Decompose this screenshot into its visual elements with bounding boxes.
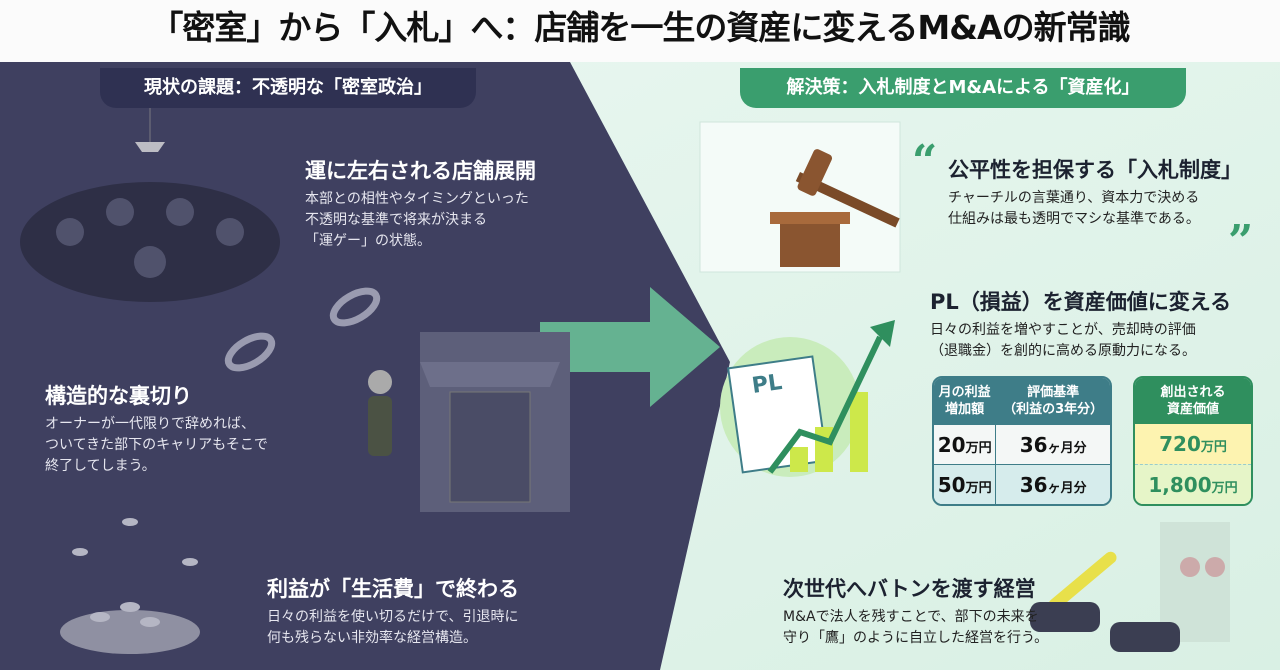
section-living-cost: 利益が「生活費」で終わる 日々の利益を使い切るだけで、引退時に 何も残らない非効… [267, 575, 519, 649]
header-asset-value: 創出される資産価値 [1135, 378, 1251, 424]
broken-chain-icon [224, 287, 381, 372]
coins-illustration [60, 518, 200, 654]
section-body: 日々の利益を使い切るだけで、引退時に [267, 609, 519, 625]
gavel-illustration [699, 121, 901, 273]
section-body: チャーチルの言葉通り、資本力で決める [948, 190, 1200, 206]
section-body: 「運ゲー」の状態。 [305, 233, 431, 249]
section-body: 終了してしまう。 [45, 458, 156, 474]
section-bidding: 公平性を担保する「入札制度」 チャーチルの言葉通り、資本力で決める 仕組みは最も… [948, 156, 1242, 230]
section-baton: 次世代へバトンを渡す経営 M&Aで法人を残すことで、部下の未来を 守り「鷹」のよ… [783, 575, 1048, 649]
pl-document-label: PL [750, 370, 784, 399]
header-basis: 評価基準（利益の3年分） [996, 378, 1110, 424]
right-header: 解決策：入札制度とM&Aによる「資産化」 [740, 68, 1186, 108]
table-row: 1,800万円 [1135, 464, 1251, 504]
growth-chart-illustration [720, 320, 895, 477]
header-profit: 月の利益増加額 [934, 378, 997, 424]
close-quote-icon: ” [1228, 216, 1254, 267]
section-body: オーナーが一代限りで辞めれば、 [45, 416, 255, 432]
background-panels [0, 62, 1280, 670]
baton-handoff-illustration [1030, 522, 1230, 652]
section-title: 利益が「生活費」で終わる [267, 577, 519, 601]
section-title: 公平性を担保する「入札制度」 [948, 158, 1242, 182]
table-row: 720万円 [1135, 424, 1251, 464]
left-header: 現状の課題：不透明な「密室政治」 [100, 68, 476, 108]
page-title: 「密室」から「入札」へ：店舗を一生の資産に変えるM&Aの新常識 [0, 0, 1280, 62]
section-luck: 運に左右される店舗展開 本部との相性やタイミングといった 不透明な基準で将来が決… [305, 157, 536, 252]
section-betrayal: 構造的な裏切り オーナーが一代限りで辞めれば、 ついてきた部下のキャリアもそこで… [45, 382, 268, 477]
section-body: 本部との相性やタイミングといった [305, 191, 529, 207]
section-title: 構造的な裏切り [45, 384, 192, 408]
section-title: 運に左右される店舗展開 [305, 159, 536, 183]
section-pl: PL（損益）を資産価値に変える 日々の利益を増やすことが、売却時の評価 （退職金… [930, 288, 1231, 362]
section-title: 次世代へバトンを渡す経営 [783, 577, 1036, 601]
section-body: ついてきた部下のキャリアもそこで [45, 437, 268, 453]
section-body: 何も残らない非効率な経営構造。 [267, 630, 477, 646]
open-quote-icon: “ [912, 136, 938, 187]
asset-value-table: 創出される資産価値 720万円 1,800万円 [1133, 376, 1253, 506]
section-title: PL（損益）を資産価値に変える [930, 290, 1232, 314]
section-body: 守り「鷹」のように自立した経営を行う。 [783, 630, 1049, 646]
section-body: （退職金）を創的に高める原動力になる。 [930, 343, 1196, 359]
section-body: 仕組みは最も透明でマシな基準である。 [948, 211, 1200, 227]
section-body: 日々の利益を増やすことが、売却時の評価 [930, 322, 1196, 338]
section-body: M&Aで法人を残すことで、部下の未来を [783, 609, 1039, 625]
meeting-illustration [20, 107, 280, 302]
arrow-icon [540, 287, 720, 407]
closed-store-illustration [368, 332, 570, 512]
section-body: 不透明な基準で将来が決まる [305, 212, 487, 228]
